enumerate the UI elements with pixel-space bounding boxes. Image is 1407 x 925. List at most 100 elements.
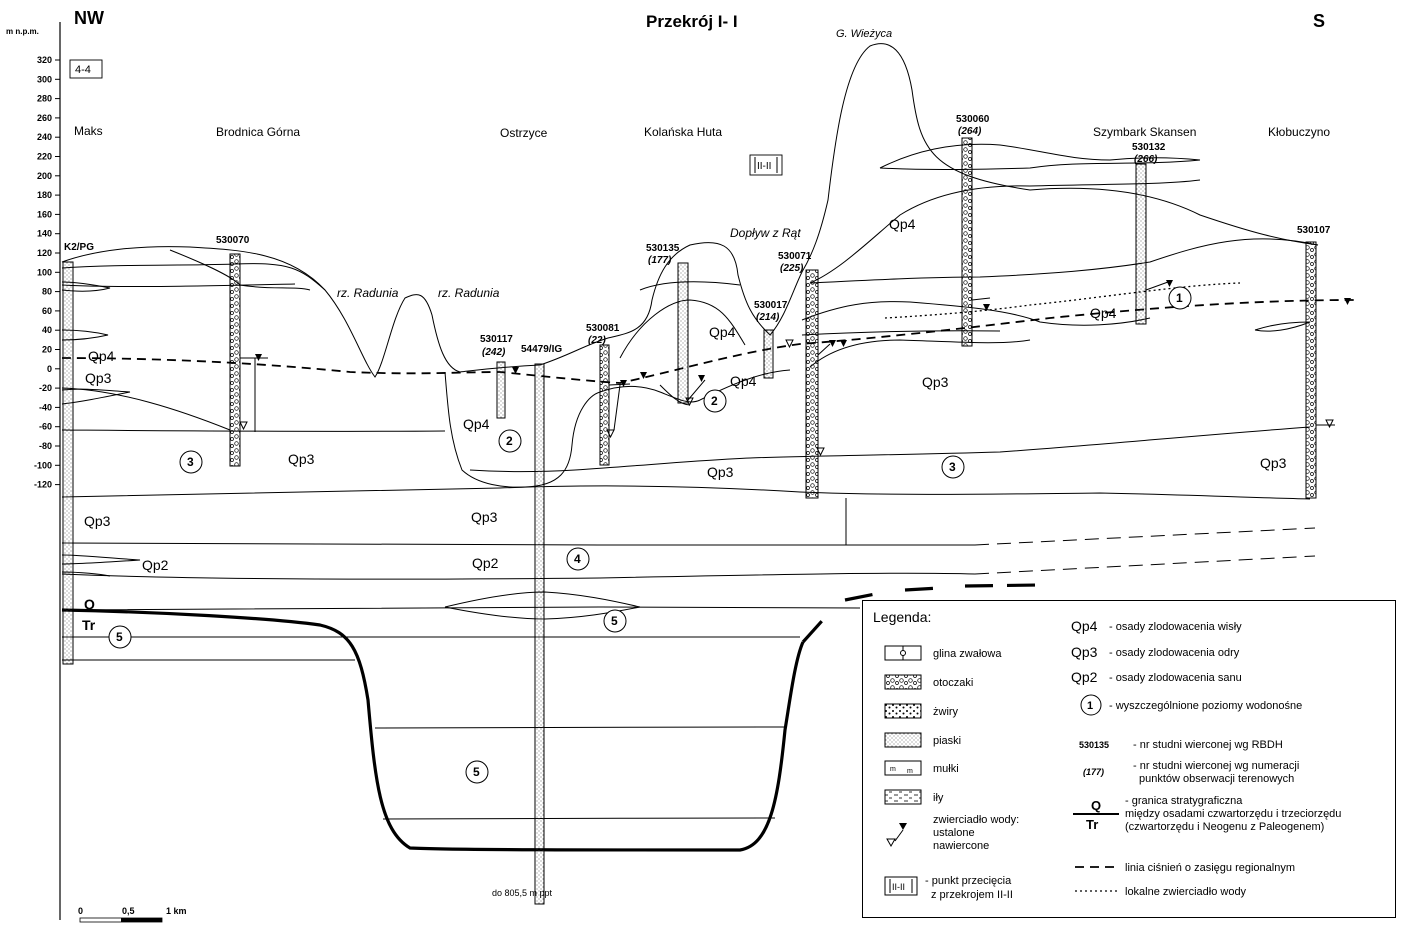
place-szymbark-skansen: Szymbark Skansen <box>1093 125 1196 139</box>
svg-text:Tr: Tr <box>1086 817 1098 832</box>
aquifer-5-west: 5 <box>108 625 132 649</box>
legend-qp3: - osady zlodowacenia odry <box>1109 647 1240 659</box>
y-tick-label: 280 <box>37 94 52 104</box>
well-col-530070 <box>229 253 241 467</box>
unit-qp4-wiezyca: Qp4 <box>889 216 916 232</box>
legend-water-fixed: ustalone <box>933 827 975 839</box>
y-tick-label: 240 <box>37 132 52 142</box>
unit-qp3-east: Qp3 <box>922 374 949 390</box>
well-col-530107 <box>1305 241 1317 499</box>
y-tick-label: 200 <box>37 171 52 181</box>
well-label-530135: 530135 <box>646 243 680 254</box>
water-level-markers <box>239 280 1351 457</box>
well-col-530117 <box>496 361 506 419</box>
geology-lines <box>61 43 1319 820</box>
y-axis: m n.p.m. 3203002802602402202001801601401… <box>6 22 61 920</box>
scale-label-05: 0,5 <box>122 906 135 916</box>
legend-qtr-3: (czwartorzędu i Neogenu z Paleogenem) <box>1125 821 1324 833</box>
unit-qp3-brodnica: Qp3 <box>288 451 315 467</box>
boreholes <box>62 137 1335 905</box>
y-tick-label: 0 <box>47 364 52 374</box>
section-title: Przekrój I- I <box>646 12 738 31</box>
legend-regional-line: linia ciśnień o zasięgu regionalnym <box>1125 862 1295 874</box>
legend-sym-obs: (177) <box>1083 767 1104 777</box>
y-tick-label: 300 <box>37 74 52 84</box>
unit-qp4-szymbark: Qp4 <box>1090 305 1117 321</box>
y-tick-label: -100 <box>34 460 52 470</box>
svg-text:2: 2 <box>506 434 513 448</box>
well-sub-530060: (264) <box>958 126 982 137</box>
well-sub-530135: (177) <box>648 255 672 266</box>
well-label-k2pg: K2/PG <box>64 242 94 253</box>
legend-cross-point-2: z przekrojem II-II <box>931 889 1013 901</box>
scale-label-1km: 1 km <box>166 906 187 916</box>
unit-qp3-west: Qp3 <box>85 370 112 386</box>
legend-sym-qp2: Qp2 <box>1071 669 1098 685</box>
legend-qtr: - granica stratygraficzna <box>1125 795 1243 807</box>
y-axis-ticks: 3203002802602402202001801601401201008060… <box>34 55 60 490</box>
scale-bar: 0 0,5 1 km <box>78 906 187 923</box>
unit-qp2-west: Qp2 <box>142 557 169 573</box>
svg-text:4: 4 <box>574 552 581 566</box>
well-col-530135 <box>677 262 689 404</box>
aquifer-5-center: 5 <box>603 609 627 633</box>
well-col-530132 <box>1135 163 1147 325</box>
y-tick-label: -40 <box>39 402 52 412</box>
y-tick-label: 100 <box>37 267 52 277</box>
well-sub-530071: (225) <box>780 263 804 274</box>
legend-cross-point: - punkt przecięcia <box>925 875 1012 887</box>
svg-text:3: 3 <box>187 455 194 469</box>
well-label-530132: 530132 <box>1132 142 1166 153</box>
svg-text:1: 1 <box>1176 291 1183 305</box>
legend-sym-aquifer: 1 <box>1087 700 1093 712</box>
aquifer-2-kolanska: 2 <box>703 389 727 413</box>
ground-surface <box>61 43 1319 378</box>
regional-pressure-line <box>61 299 1356 384</box>
y-tick-label: -20 <box>39 383 52 393</box>
svg-text:5: 5 <box>116 630 123 644</box>
y-tick-label: 80 <box>42 287 52 297</box>
legend-sym-qp4: Qp4 <box>1071 618 1098 634</box>
aquifer-5-trough: 5 <box>465 760 489 784</box>
unit-qp4-west: Qp4 <box>88 348 115 364</box>
well-labels: K2/PG 530070 530117 (242) 54479/IG 53008… <box>64 114 1331 358</box>
cross-marker-box <box>749 154 783 176</box>
bottom-depth-note: do 805,5 m ppt <box>492 888 553 898</box>
well-sub-530117: (242) <box>482 347 506 358</box>
svg-text:Q: Q <box>1091 798 1101 813</box>
legend-obs: - nr studni wierconej wg numeracji <box>1133 760 1299 772</box>
place-ostrzyce: Ostrzyce <box>500 126 548 140</box>
svg-text:5: 5 <box>473 765 480 779</box>
direction-s: S <box>1313 11 1325 31</box>
well-col-530071 <box>805 269 819 499</box>
place-brodnica-gorna: Brodnica Górna <box>216 125 300 139</box>
peak-label: G. Wieżyca <box>836 28 892 40</box>
aquifer-4: 4 <box>566 547 590 571</box>
svg-text:3: 3 <box>949 460 956 474</box>
stream-doplyw-z-rat: Dopływ z Rąt <box>730 226 801 240</box>
y-axis-label: m n.p.m. <box>6 27 39 36</box>
unit-labels: Qp4 Qp3 Qp3 Qp4 Qp4 Qp4 Qp3 Qp4 Qp3 Qp4 … <box>82 216 1287 633</box>
legend-otoczaki: otoczaki <box>933 677 973 689</box>
y-tick-label: 120 <box>37 248 52 258</box>
q-tr-boundary-dashed <box>801 583 1041 644</box>
well-sub-530081: (22) <box>588 335 606 346</box>
legend-sym-qp3: Qp3 <box>1071 644 1098 660</box>
place-kolanska-huta: Kolańska Huta <box>644 125 722 139</box>
legend-mulki: mułki <box>933 763 959 775</box>
place-klobuczyno: Kłobuczyno <box>1268 125 1330 139</box>
well-sub-530017: (214) <box>756 312 780 323</box>
legend-aquifer: - wyszczególnione poziomy wodonośne <box>1109 700 1302 712</box>
legend-qp4: - osady zlodowacenia wisły <box>1109 621 1242 633</box>
svg-text:5: 5 <box>611 614 618 628</box>
legend-local-table: lokalne zwierciadło wody <box>1125 886 1247 898</box>
well-col-530017 <box>763 329 774 379</box>
scale-label-0: 0 <box>78 906 83 916</box>
map-sheet-box <box>69 59 103 79</box>
legend: Legenda: glina zwałowa otoczaki żwiry pi… <box>862 600 1396 918</box>
legend-glina: glina zwałowa <box>933 648 1002 660</box>
aquifer-markers: 3 2 2 1 3 4 5 5 5 <box>108 286 1192 784</box>
q-tr-boundary <box>61 608 805 852</box>
